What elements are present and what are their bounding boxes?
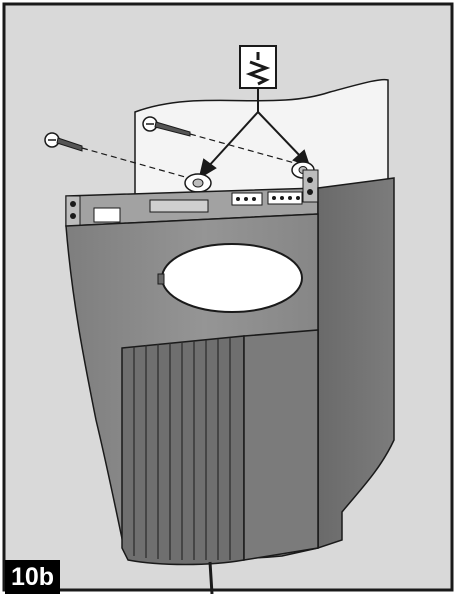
ribbed-block — [121, 329, 319, 566]
drill-bit-icon — [239, 45, 277, 89]
display-window — [161, 243, 303, 313]
figure-label: 10b — [5, 560, 60, 594]
screw-icon — [142, 116, 191, 137]
screw-icon — [44, 132, 83, 152]
housing-side — [317, 177, 395, 550]
cable — [208, 561, 214, 594]
dowel-icon — [184, 173, 212, 193]
window-clip — [157, 273, 165, 285]
